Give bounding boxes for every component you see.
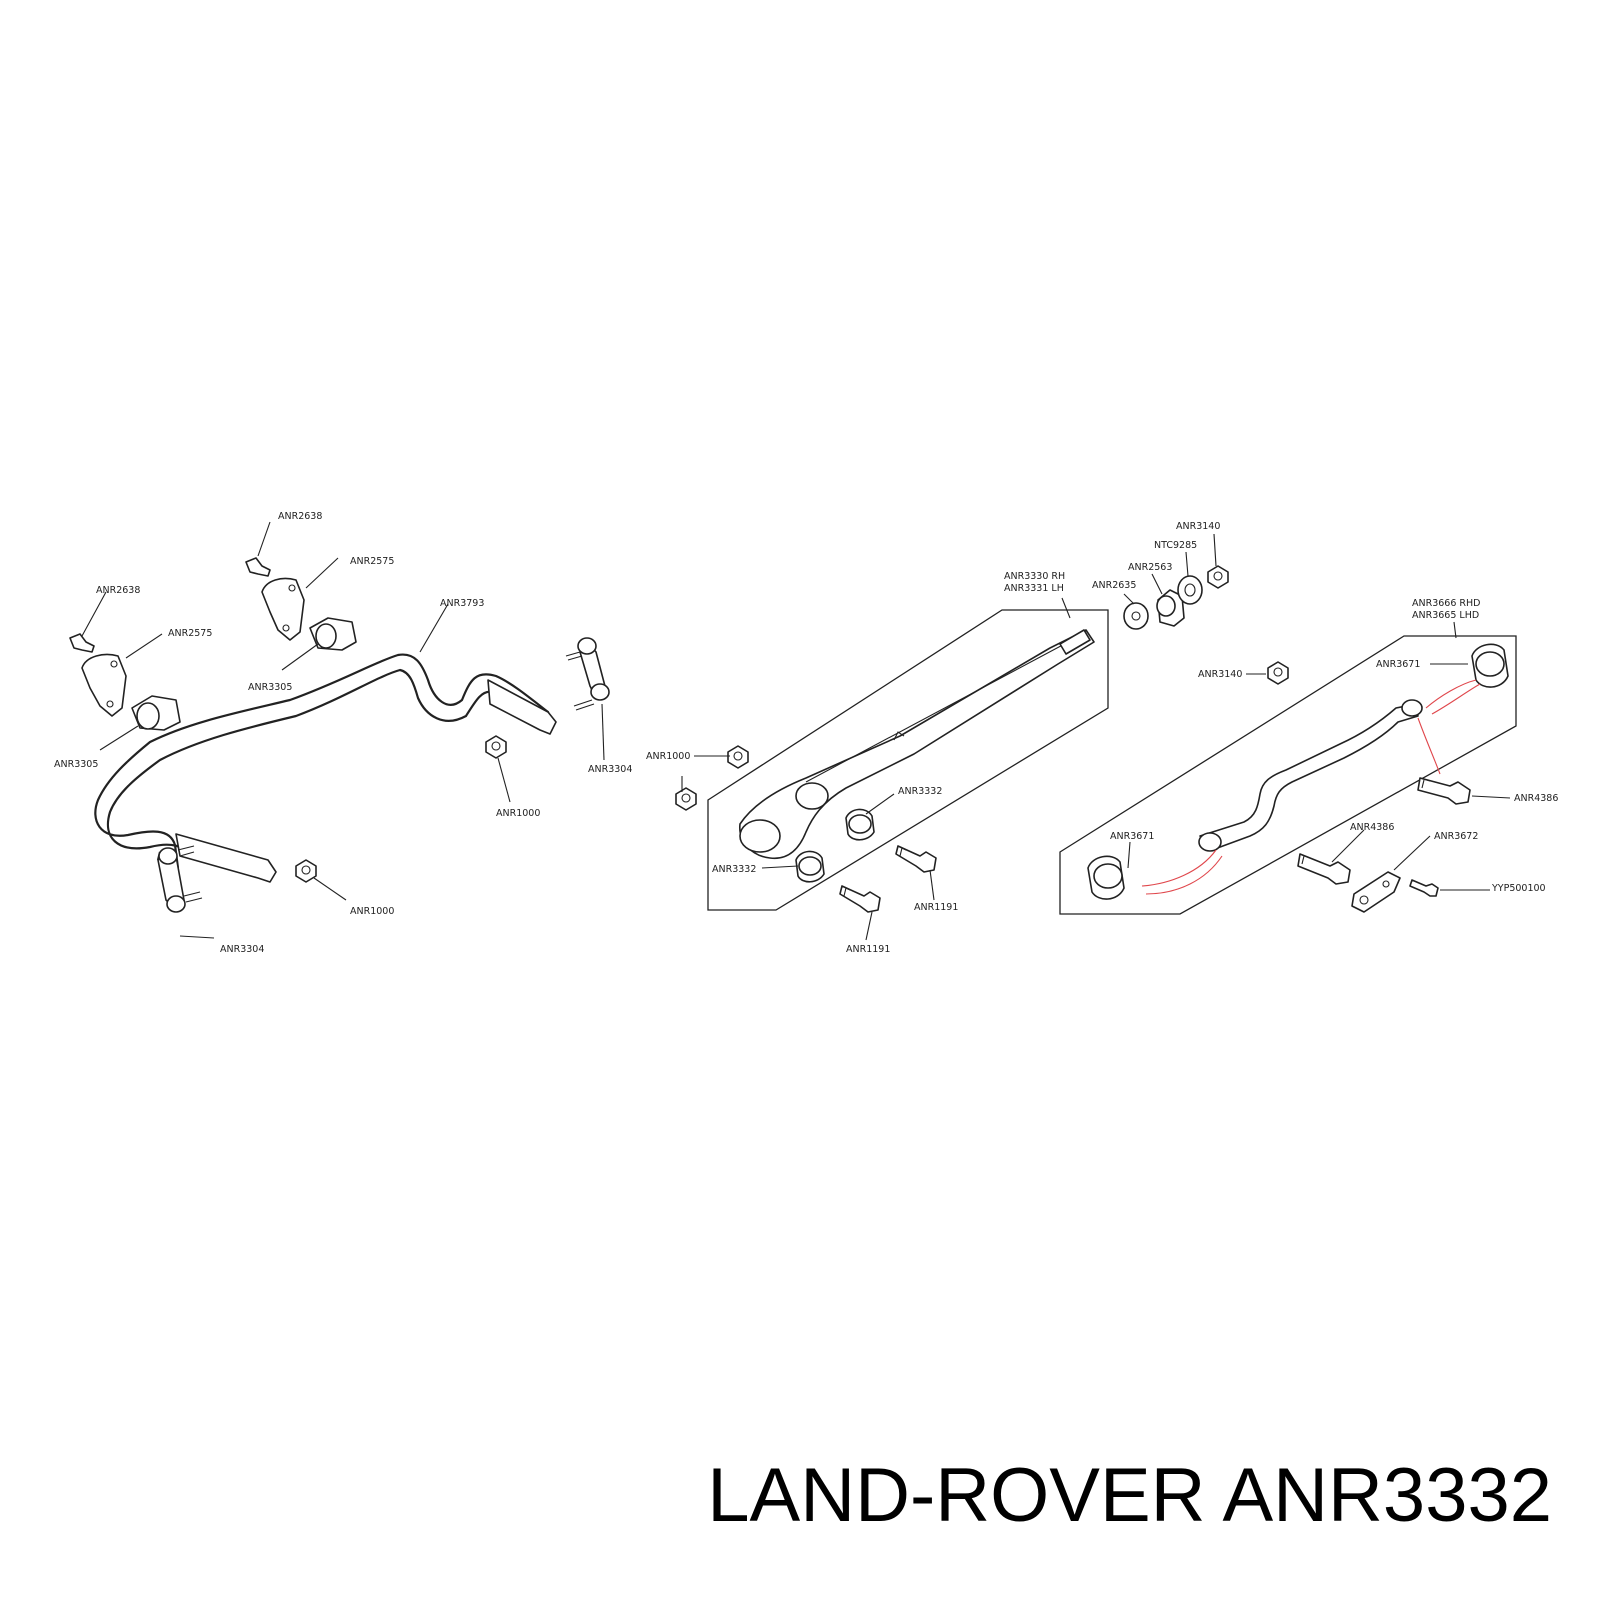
radius-arm-frame — [707, 609, 1109, 911]
label-anr3305-upper: ANR3305 — [248, 682, 292, 693]
label-anr3331: ANR3331 LH — [1004, 583, 1064, 594]
label-anr2638-lower: ANR2638 — [96, 585, 140, 596]
label-anr1000-lower: ANR1000 — [350, 906, 394, 917]
label-anr3140-top: ANR3140 — [1176, 521, 1220, 532]
radius-arm-assembly — [675, 533, 1229, 941]
footer-part-number: ANR3332 — [1222, 1453, 1552, 1538]
label-anr2575-upper: ANR2575 — [350, 556, 394, 567]
label-ntc9285: NTC9285 — [1154, 540, 1197, 551]
label-anr3665: ANR3665 LHD — [1412, 610, 1479, 621]
label-anr3672: ANR3672 — [1434, 831, 1478, 842]
label-anr3793: ANR3793 — [440, 598, 484, 609]
label-anr3671-lower: ANR3671 — [1110, 831, 1154, 842]
label-anr3140-mid: ANR3140 — [1198, 669, 1242, 680]
label-anr3332-lower: ANR3332 — [712, 864, 756, 875]
panhard-rod-frame — [1059, 635, 1517, 915]
label-anr3305-lower: ANR3305 — [54, 759, 98, 770]
label-anr1000-bar: ANR1000 — [496, 808, 540, 819]
label-anr1000-arm: ANR1000 — [646, 751, 690, 762]
label-anr2563: ANR2563 — [1128, 562, 1172, 573]
label-anr4386-right: ANR4386 — [1514, 793, 1558, 804]
label-anr3671-upper: ANR3671 — [1376, 659, 1420, 670]
panhard-rod-assembly — [1059, 621, 1517, 915]
label-anr4386-lower: ANR4386 — [1350, 822, 1394, 833]
footer-title: LAND-ROVER ANR3332 — [707, 1452, 1552, 1539]
label-yyp500100: YYP500100 — [1491, 883, 1546, 894]
anti-roll-bar-assembly — [69, 521, 610, 939]
label-anr3666: ANR3666 RHD — [1412, 598, 1480, 609]
label-anr3332-upper: ANR3332 — [898, 786, 942, 797]
label-anr3304-left: ANR3304 — [220, 944, 264, 955]
label-anr2638-upper: ANR2638 — [278, 511, 322, 522]
label-anr2575-lower: ANR2575 — [168, 628, 212, 639]
label-anr1191-right: ANR1191 — [914, 902, 958, 913]
label-anr3304-right: ANR3304 — [588, 764, 632, 775]
label-anr2635: ANR2635 — [1092, 580, 1136, 591]
label-anr1191-left: ANR1191 — [846, 944, 890, 955]
label-anr3330: ANR3330 RH — [1004, 571, 1065, 582]
part-labels: ANR2638 ANR2575 ANR2638 ANR2575 ANR3305 … — [54, 511, 1558, 955]
footer-brand: LAND-ROVER — [707, 1453, 1206, 1538]
